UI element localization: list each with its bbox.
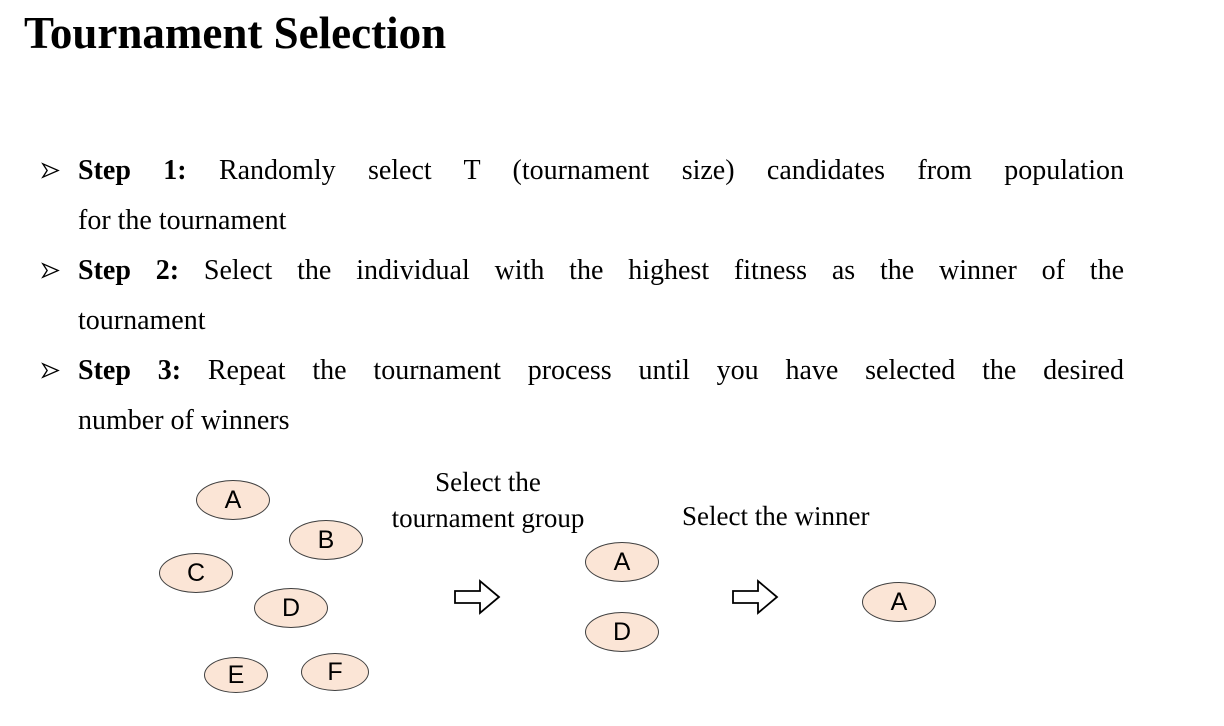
population-node-a: A [196,480,270,520]
step-label: Step 3: [78,355,182,386]
step-line: tournament [78,305,206,336]
step-line: Step 3: Repeat the tournament process un… [78,346,1124,396]
step-label: Step 2: [78,255,180,286]
bullet-arrow-icon [40,160,61,181]
right-block-arrow-icon [453,578,501,616]
step-line: Step 2: Select the individual with the h… [78,246,1124,296]
step-line: number of winners [78,405,290,436]
caption-select-group: Select the tournament group [358,464,618,536]
population-node-f: F [301,653,369,691]
step-item-1: Step 1: Randomly select T (tournament si… [40,146,1124,246]
caption-line: Select the [435,467,541,497]
winner-node-a: A [862,582,936,622]
caption-line: tournament group [391,503,585,533]
tournament-node-a: A [585,542,659,582]
step-label: Step 1: [78,155,187,186]
population-node-c: C [159,553,233,593]
step-text: Select the individual with the highest f… [203,255,1125,286]
selection-diagram: A B C D E F Select the tournament group … [0,458,1224,726]
page-title: Tournament Selection [24,8,447,58]
step-line: Step 1: Randomly select T (tournament si… [78,146,1124,196]
step-text: Repeat the tournament process until you … [207,355,1124,386]
population-node-b: B [289,520,363,560]
population-node-e: E [204,657,268,693]
step-line: for the tournament [78,205,287,236]
bullet-arrow-icon [40,260,61,281]
right-block-arrow-icon [731,578,779,616]
step-item-2: Step 2: Select the individual with the h… [40,246,1124,346]
tournament-node-d: D [585,612,659,652]
caption-select-winner: Select the winner [682,501,870,531]
steps-list: Step 1: Randomly select T (tournament si… [40,146,1124,446]
step-item-3: Step 3: Repeat the tournament process un… [40,346,1124,446]
population-node-d: D [254,588,328,628]
step-text: Randomly select T (tournament size) cand… [218,155,1124,186]
bullet-arrow-icon [40,360,61,381]
